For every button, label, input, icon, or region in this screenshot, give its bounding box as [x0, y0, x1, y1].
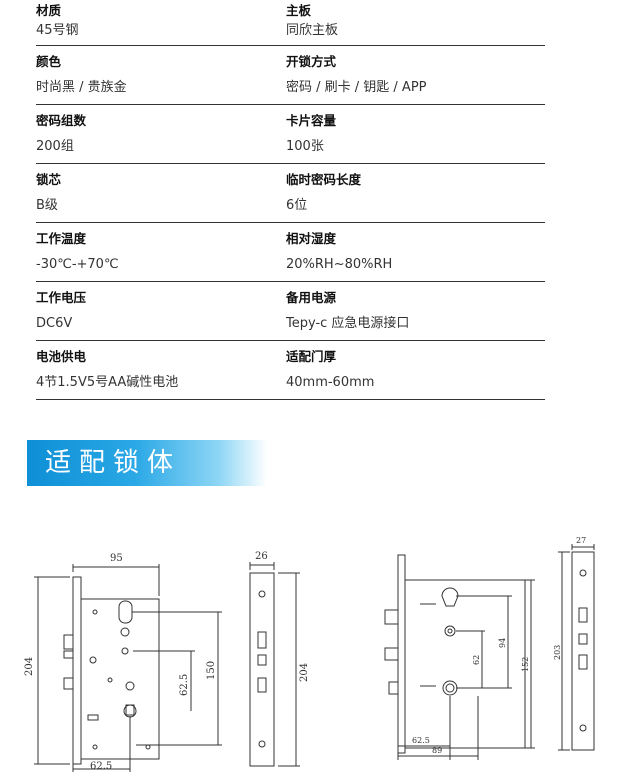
- dim-label: 27: [576, 536, 586, 545]
- spec-row: 锁芯 B级 临时密码长度 6位: [36, 164, 545, 223]
- dim-label: 94: [498, 638, 507, 648]
- spec-label: 材质: [36, 3, 62, 18]
- dim-label: 89: [432, 746, 442, 755]
- spec-value: DC6V: [36, 316, 73, 331]
- drawing-narrow-side-view: [558, 544, 595, 751]
- spec-row: 工作温度 -30℃-+70℃ 相对湿度 20%RH~80%RH: [36, 223, 545, 282]
- spec-row: 电池供电 4节1.5V5号AA碱性电池 适配门厚 40mm-60mm: [36, 341, 545, 400]
- spec-label: 相对湿度: [286, 231, 337, 246]
- dim-label: 95: [110, 553, 123, 564]
- spec-label: 锁芯: [36, 172, 62, 187]
- spec-value: 6位: [286, 198, 308, 213]
- spec-cell: 相对湿度 20%RH~80%RH: [286, 223, 392, 273]
- spec-value: 同欣主板: [286, 23, 339, 38]
- dim-label: 204: [24, 657, 35, 676]
- spec-row: 工作电压 DC6V 备用电源 Tepy-c 应急电源接口: [36, 282, 545, 341]
- spec-cell: 工作温度 -30℃-+70℃: [36, 223, 119, 273]
- dim-label: 62.5: [179, 674, 190, 696]
- spec-value: 200组: [36, 139, 74, 154]
- spec-cell: 适配门厚 40mm-60mm: [286, 341, 374, 391]
- dim-label: 62: [472, 655, 481, 665]
- spec-value: 密码 / 刷卡 / 钥匙 / APP: [286, 80, 427, 95]
- spec-cell: 主板同欣主板: [286, 0, 338, 39]
- spec-value: 20%RH~80%RH: [286, 257, 393, 272]
- drawing-detail-view: [384, 554, 535, 760]
- spec-cell: 锁芯 B级: [36, 164, 61, 214]
- spec-label: 主板: [286, 3, 312, 18]
- section-title: 适配锁体: [45, 448, 182, 478]
- spec-cell: 工作电压 DC6V: [36, 282, 86, 332]
- dim-label: 150: [206, 661, 217, 680]
- dim-label: 62.5: [90, 761, 112, 772]
- spec-label: 工作温度: [36, 231, 87, 246]
- spec-value: 时尚黑 / 贵族金: [36, 80, 127, 95]
- spec-label: 备用电源: [286, 290, 337, 305]
- spec-value: 4节1.5V5号AA碱性电池: [36, 375, 179, 390]
- dim-label: 204: [299, 663, 310, 682]
- spec-cell: 电池供电 4节1.5V5号AA碱性电池: [36, 341, 178, 391]
- spec-value: -30℃-+70℃: [36, 257, 119, 272]
- spec-cell: 卡片容量 100张: [286, 105, 336, 155]
- spec-label: 开锁方式: [286, 54, 337, 69]
- spec-label: 适配门厚: [286, 349, 337, 364]
- spec-label: 临时密码长度: [286, 172, 362, 187]
- spec-label: 电池供电: [36, 349, 87, 364]
- dim-label: 26: [255, 551, 268, 562]
- spec-row: 颜色时尚黑 / 贵族金 开锁方式密码 / 刷卡 / 钥匙 / APP: [36, 46, 545, 105]
- dim-label: 203: [553, 645, 562, 660]
- spec-label: 卡片容量: [286, 113, 337, 128]
- spec-label: 密码组数: [36, 113, 87, 128]
- spec-value: 40mm-60mm: [286, 375, 375, 390]
- spec-value: 100张: [286, 139, 324, 154]
- section-banner: 适配锁体: [27, 440, 267, 486]
- spec-cell: 材质 45号钢: [36, 0, 79, 39]
- spec-cell: 颜色时尚黑 / 贵族金: [36, 46, 127, 96]
- spec-cell: 临时密码长度 6位: [286, 164, 361, 214]
- dim-label: 62.5: [412, 736, 430, 745]
- spec-label: 工作电压: [36, 290, 87, 305]
- lock-body-drawings: 95 204 150 62.5 62.5 26 204 62 94 152 62…: [24, 536, 595, 772]
- spec-cell: 备用电源 Tepy-c 应急电源接口: [286, 282, 409, 332]
- spec-label: 颜色: [36, 54, 62, 69]
- drawing-side-view: [249, 562, 300, 767]
- spec-value: B级: [36, 198, 58, 213]
- spec-value: Tepy-c 应急电源接口: [286, 316, 410, 331]
- dim-label: 152: [521, 657, 530, 672]
- spec-row: 材质 45号钢 主板同欣主板: [36, 0, 545, 46]
- drawing-front-view: [34, 564, 222, 772]
- spec-cell: 密码组数 200组: [36, 105, 86, 155]
- spec-cell: 开锁方式密码 / 刷卡 / 钥匙 / APP: [286, 46, 427, 96]
- spec-value: 45号钢: [36, 23, 79, 38]
- spec-table: 材质 45号钢 主板同欣主板 颜色时尚黑 / 贵族金 开锁方式密码 / 刷卡 / …: [36, 0, 545, 400]
- spec-row: 密码组数 200组 卡片容量 100张: [36, 105, 545, 164]
